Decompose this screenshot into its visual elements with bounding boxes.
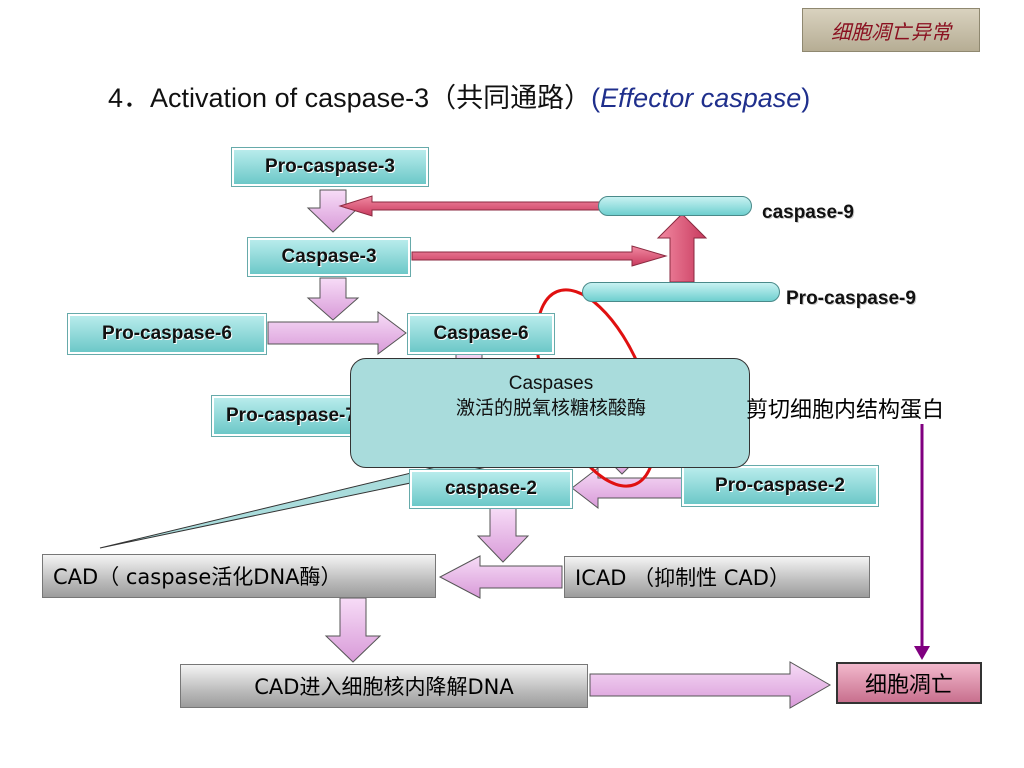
pro-caspase-9-label: Pro-caspase-9 <box>786 288 916 309</box>
arrow-cut-to-apoptosis-head <box>914 646 930 660</box>
cad-enter-box: CAD进入细胞核内降解DNA <box>180 664 588 708</box>
callout-text: Caspases 激活的脱氧核糖核酸酶 <box>352 372 750 420</box>
cut-protein-text: 剪切细胞内结构蛋白 <box>746 398 945 423</box>
arrow-enter-to-apoptosis <box>589 661 832 709</box>
caspases-callout <box>350 358 750 468</box>
caspase-2-box: caspase-2 <box>409 469 573 509</box>
arrow-pc9-to-c9 <box>656 213 708 283</box>
apoptosis-box: 细胞凋亡 <box>836 662 982 704</box>
caspase-6-box: Caspase-6 <box>407 313 555 355</box>
title-italic: Effector caspase <box>600 83 802 113</box>
caspase-3-box: Caspase-3 <box>247 237 411 277</box>
slide-title: 4．Activation of caspase-3（共同通路）(Effector… <box>108 76 810 115</box>
arrow-c9-to-pc3 <box>338 195 601 217</box>
caspase-9-label: caspase-9 <box>762 202 854 223</box>
title-paren-close: ) <box>801 83 811 113</box>
icad-box: ICAD （抑制性 CAD） <box>564 556 870 598</box>
title-paren-open: ( <box>591 83 601 113</box>
pro-caspase-6-box: Pro-caspase-6 <box>67 313 267 355</box>
pro-caspase-2-box: Pro-caspase-2 <box>681 465 879 507</box>
arrow-pc2-to-c2 <box>571 466 683 510</box>
section-tag: 细胞凋亡异常 <box>802 8 980 52</box>
arrow-c3-to-c6 <box>306 277 360 321</box>
callout-line2: 激活的脱氧核糖核酸酶 <box>455 397 646 419</box>
cad-box: CAD（ caspase活化DNA酶） <box>42 554 436 598</box>
arrow-icad-to-cad <box>438 555 563 599</box>
pro-caspase-9-pill <box>582 282 780 302</box>
arrow-pc6-to-c6 <box>267 311 407 355</box>
callout-line1: Caspases <box>508 373 594 394</box>
arrow-pc3-to-c3 <box>306 189 360 233</box>
title-main: 4．Activation of caspase-3（共同通路） <box>108 83 592 113</box>
arrow-c3-to-c9 <box>411 245 668 267</box>
pro-caspase-3-box: Pro-caspase-3 <box>231 147 429 187</box>
caspase-9-pill <box>598 196 752 216</box>
arrow-cad-to-enter <box>324 597 382 663</box>
arrow-c2-to-cad <box>476 507 530 563</box>
